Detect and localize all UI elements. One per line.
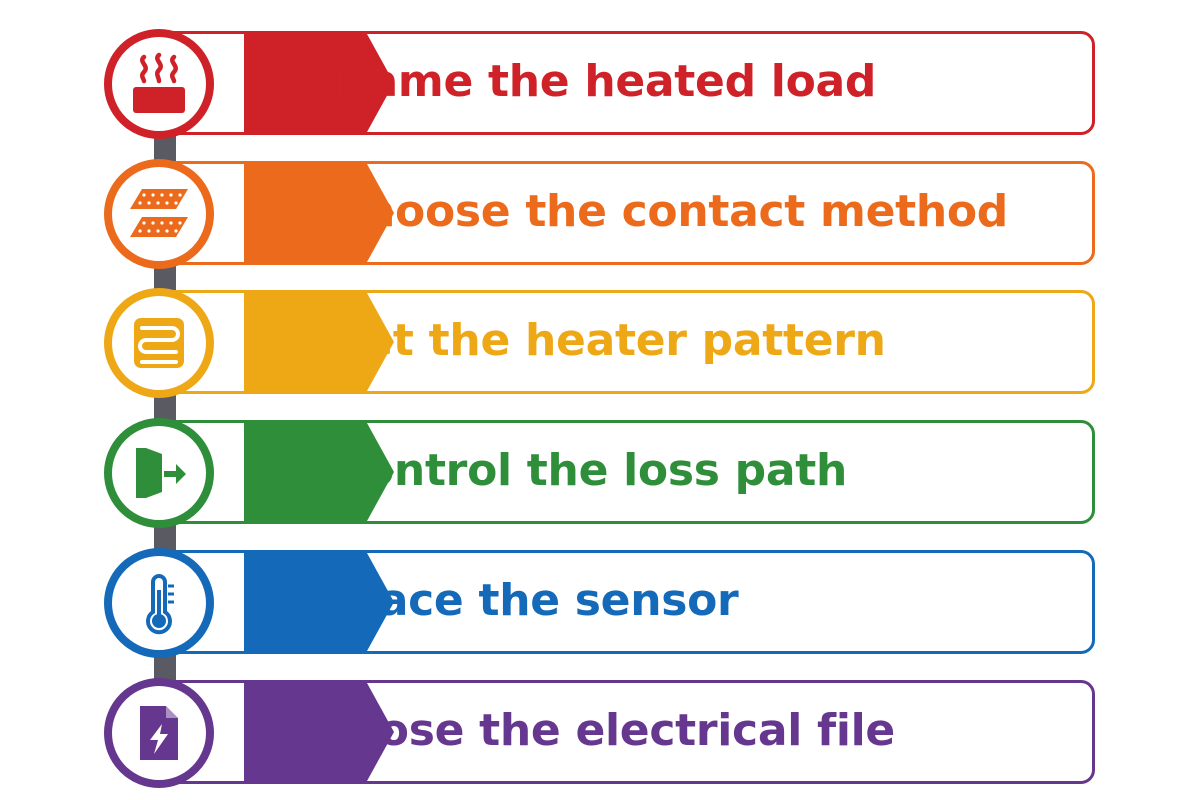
icon-circle bbox=[104, 29, 214, 139]
stacked-pads-icon bbox=[130, 189, 188, 237]
thermometer-icon bbox=[146, 574, 174, 635]
serpentine-heater-icon bbox=[134, 318, 184, 368]
step-control-loss-path: Control the loss path bbox=[104, 418, 1095, 528]
electrical-file-icon bbox=[140, 706, 178, 760]
step-arrow bbox=[244, 553, 394, 651]
icon-circle bbox=[104, 548, 214, 658]
icon-circle bbox=[104, 678, 214, 788]
step-label: Close the electrical file bbox=[332, 705, 895, 756]
exit-door-icon bbox=[136, 448, 186, 498]
step-place-sensor: Place the sensor bbox=[104, 548, 1095, 658]
icon-circle bbox=[104, 159, 214, 269]
step-arrow bbox=[244, 683, 394, 781]
step-label: Place the sensor bbox=[332, 575, 739, 626]
steaming-block-icon bbox=[133, 52, 185, 113]
step-label: Name the heated load bbox=[332, 56, 877, 107]
step-label: Choose the contact method bbox=[332, 186, 1009, 237]
icon-circle bbox=[104, 418, 214, 528]
step-choose-contact-method: Choose the contact method bbox=[104, 159, 1095, 269]
step-label: Control the loss path bbox=[332, 445, 847, 496]
step-name-heated-load: Name the heated load bbox=[104, 29, 1095, 139]
step-arrow bbox=[244, 293, 394, 391]
step-arrow bbox=[244, 34, 394, 132]
step-set-heater-pattern: Set the heater pattern bbox=[104, 288, 1095, 398]
step-close-electrical-file: Close the electrical file bbox=[104, 678, 1095, 788]
step-label: Set the heater pattern bbox=[332, 315, 886, 366]
step-arrow bbox=[244, 423, 394, 521]
step-arrow bbox=[244, 164, 394, 262]
icon-circle bbox=[104, 288, 214, 398]
